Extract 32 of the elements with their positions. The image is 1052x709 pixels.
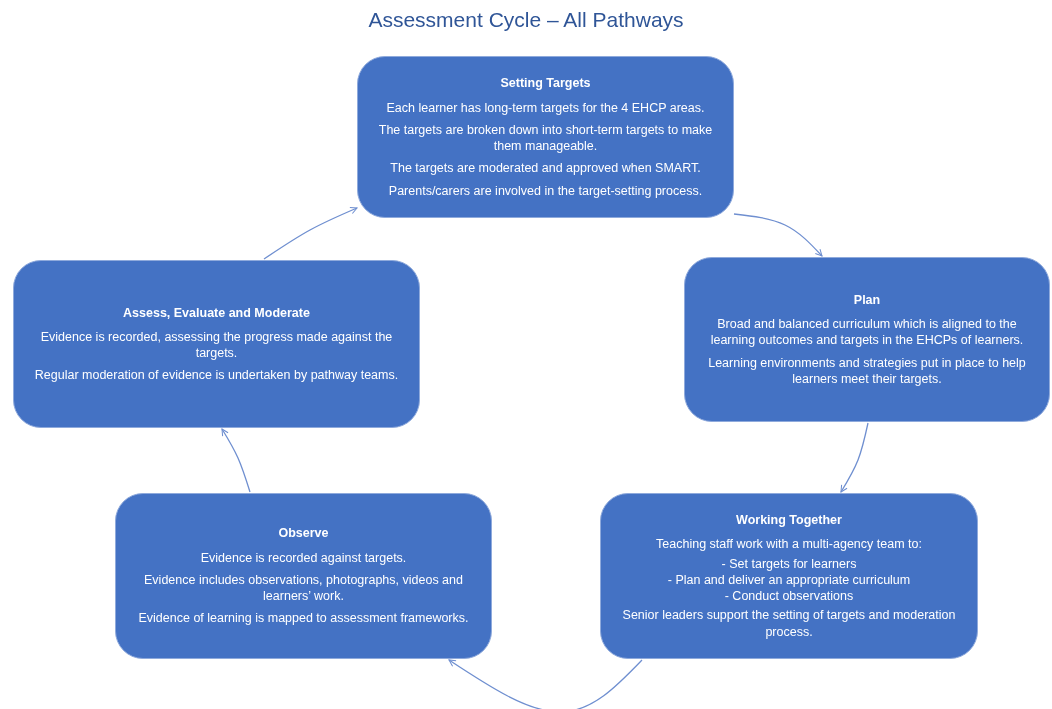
box-text: Parents/carers are involved in the target-setting process. xyxy=(388,182,703,199)
box-text: Evidence is recorded against targets. xyxy=(200,549,407,566)
diagram-title: Assessment Cycle – All Pathways xyxy=(367,8,685,32)
process-box xyxy=(357,56,734,218)
process-box xyxy=(13,260,420,428)
box-text: The targets are broken down into short-term targets to make them manageable. xyxy=(377,121,714,155)
box-text: Evidence is recorded, assessing the progress made against the targets. xyxy=(39,328,394,362)
box-text: Evidence of learning is mapped to assessment frameworks. xyxy=(138,610,469,627)
box-text: Senior leaders support the setting of targets and moderation process. xyxy=(621,607,957,640)
box-heading: Plan xyxy=(853,291,881,309)
box-text: Teaching staff work with a multi-agency team to: xyxy=(656,536,922,553)
box-heading: Working Together xyxy=(736,512,842,529)
box-heading: Observe xyxy=(278,525,329,542)
arrow xyxy=(840,422,869,493)
arrow xyxy=(733,213,823,257)
box-text: Evidence includes observations, photographs, videos and learners’ work. xyxy=(143,571,464,605)
arrow xyxy=(221,428,251,493)
box-text: - Plan and deliver an appropriate curriculum xyxy=(667,571,911,589)
process-box xyxy=(115,493,492,659)
arrow xyxy=(263,207,358,260)
box-text: Learning environments and strategies put in place to help learners meet their targets. xyxy=(707,354,1027,388)
process-box xyxy=(600,493,978,659)
arrow xyxy=(448,659,643,709)
box-text: Broad and balanced curriculum which is aligned to the learning outcomes and targets in the EHCPs of learners. xyxy=(709,316,1025,349)
box-text: Each learner has long-term targets for the 4 EHCP areas. xyxy=(386,99,705,116)
process-box xyxy=(684,257,1050,422)
box-heading: Assess, Evaluate and Moderate xyxy=(123,304,310,321)
box-text: - Set targets for learners xyxy=(721,555,857,572)
box-heading: Setting Targets xyxy=(500,75,591,92)
box-text: Regular moderation of evidence is undertaken by pathway teams. xyxy=(34,367,399,384)
box-text: - Conduct observations xyxy=(724,588,854,605)
box-text: The targets are moderated and approved when SMART. xyxy=(390,160,701,177)
